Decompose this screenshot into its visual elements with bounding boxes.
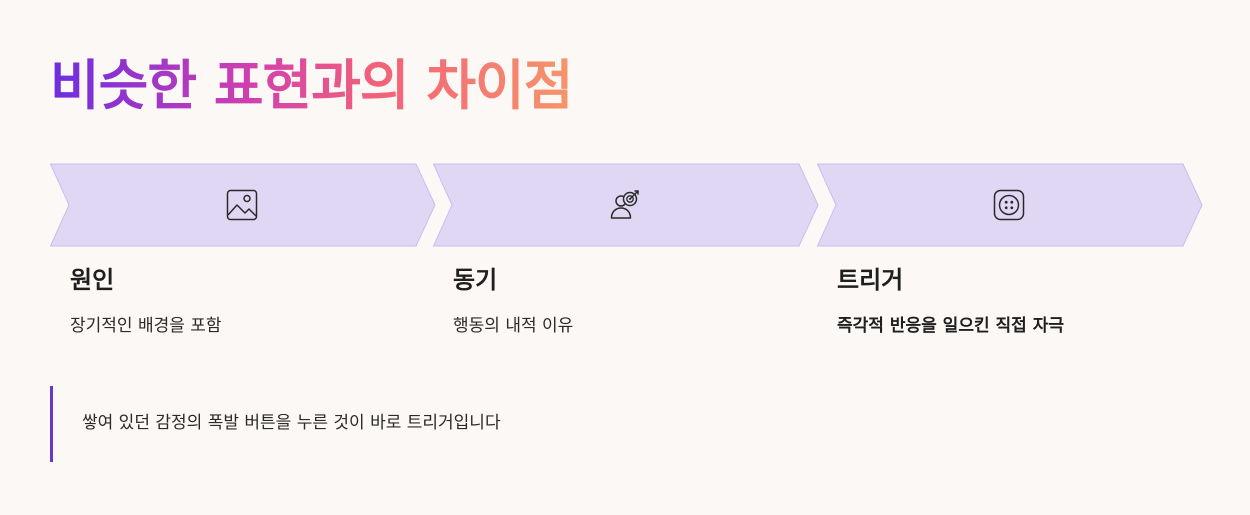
chevron-shape: [50, 163, 436, 247]
page-title: 비슷한 표현과의 차이점: [50, 52, 573, 120]
image-icon: [226, 189, 258, 221]
chevron-shape: [433, 163, 819, 247]
quote-text: 쌓여 있던 감정의 폭발 버튼을 누른 것이 바로 트리거입니다: [82, 413, 501, 433]
chevron-shape: [817, 163, 1203, 247]
step-description: 행동의 내적 이유: [453, 316, 574, 336]
step-title: 동기: [453, 266, 498, 294]
step-title: 트리거: [837, 266, 904, 294]
button-icon: [993, 189, 1025, 221]
person-target-icon: [610, 190, 639, 219]
step-title: 원인: [70, 266, 115, 294]
step-description: 즉각적 반응을 일으킨 직접 자극: [837, 316, 1064, 336]
step-description: 장기적인 배경을 포함: [70, 316, 222, 336]
quote-block: 쌓여 있던 감정의 폭발 버튼을 누른 것이 바로 트리거입니다: [50, 386, 753, 462]
